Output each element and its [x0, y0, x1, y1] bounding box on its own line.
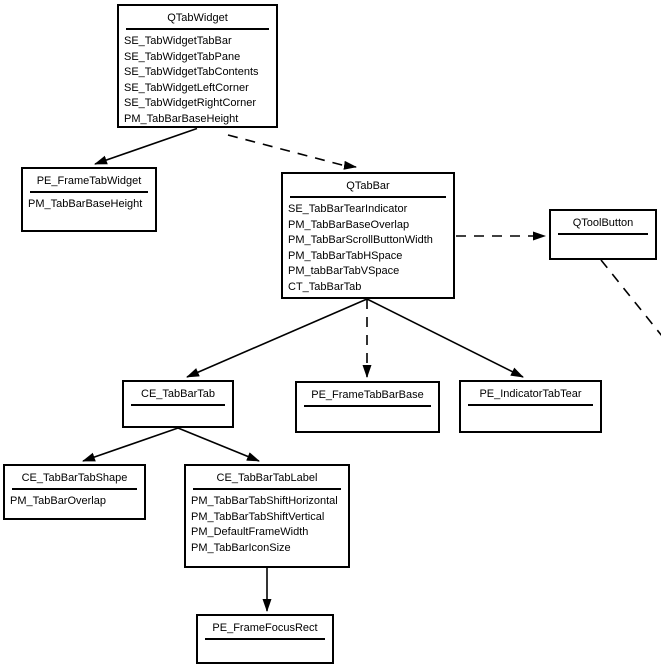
edge-ce-tabbartab-to-ce-tabbartablabel [177, 427, 260, 462]
title-separator [30, 191, 148, 193]
attribute: PM_TabBarTabShiftHorizontal [191, 495, 338, 507]
attribute: PM_DefaultFrameWidth [191, 526, 309, 538]
title-separator [193, 488, 341, 490]
class-title: QTabBar [346, 180, 390, 192]
title-separator [468, 404, 593, 406]
edge-qtabwidget-to-qtabbar [227, 134, 357, 170]
class-box-qtoolbutton: QToolButton [549, 209, 657, 260]
class-box-qtabwidget: QTabWidget SE_TabWidgetTabBar SE_TabWidg… [117, 4, 278, 128]
class-box-qtabbar: QTabBar SE_TabBarTearIndicator PM_TabBar… [281, 172, 455, 299]
attribute: SE_TabWidgetLeftCorner [124, 81, 249, 94]
attribute: PM_tabBarTabVSpace [288, 265, 400, 277]
title-separator [126, 28, 269, 30]
edge-ce-tabbartab-to-ce-tabbartabshape [82, 427, 179, 462]
title-separator [558, 233, 648, 235]
edge-qtoolbutton-to-offscreen [600, 259, 661, 337]
attribute: PM_TabBarBaseHeight [28, 198, 143, 210]
attribute: PM_TabBarScrollButtonWidth [288, 234, 433, 246]
attribute-list: SE_TabWidgetTabBar SE_TabWidgetTabPane S… [119, 30, 276, 131]
attribute: SE_TabBarTearIndicator [288, 203, 408, 215]
attribute: PM_TabBarTabHSpace [288, 249, 403, 262]
class-title: PE_FrameTabWidget [36, 175, 142, 187]
attribute: PM_TabBarIconSize [191, 541, 291, 554]
class-box-ce-tabbartabshape: CE_TabBarTabShape PM_TabBarOverlap [3, 464, 146, 520]
class-box-pe-frametabwidget: PE_FrameTabWidget PM_TabBarBaseHeight [21, 167, 157, 232]
class-box-ce-tabbartablabel: CE_TabBarTabLabel PM_TabBarTabShiftHoriz… [184, 464, 350, 568]
class-title: QTabWidget [167, 12, 228, 24]
class-title: PE_FrameFocusRect [212, 622, 318, 634]
class-title: CE_TabBarTab [141, 388, 215, 400]
class-box-pe-frametabbarbase: PE_FrameTabBarBase [295, 381, 440, 433]
attribute: PM_TabBarBaseOverlap [288, 218, 410, 231]
edge-qtabbar-to-ce-tabbartab [186, 298, 368, 378]
title-separator [290, 196, 446, 198]
attribute-list: PM_TabBarOverlap [5, 490, 144, 514]
class-title: CE_TabBarTabLabel [216, 472, 318, 484]
class-box-ce-tabbartab: CE_TabBarTab [122, 380, 234, 428]
attribute: SE_TabWidgetTabBar [124, 35, 232, 47]
class-title: PE_IndicatorTabTear [479, 388, 582, 400]
class-box-pe-indicatortabtear: PE_IndicatorTabTear [459, 380, 602, 433]
title-separator [131, 404, 225, 406]
class-title: PE_FrameTabBarBase [311, 389, 424, 401]
class-title: CE_TabBarTabShape [21, 472, 128, 484]
attribute: PM_TabBarBaseHeight [124, 112, 239, 125]
edge-qtabwidget-to-pe-frametabwidget [94, 127, 198, 165]
attribute: SE_TabWidgetRightCorner [124, 97, 257, 109]
class-box-pe-framefocusrect: PE_FrameFocusRect [196, 614, 334, 664]
attribute: PM_TabBarTabShiftVertical [191, 510, 325, 523]
class-title: QToolButton [572, 217, 634, 229]
title-separator [205, 638, 325, 640]
attribute: SE_TabWidgetTabContents [124, 66, 259, 78]
title-separator [304, 405, 431, 407]
attribute: PM_TabBarOverlap [10, 495, 106, 507]
attribute: CT_TabBarTab [288, 280, 362, 293]
attribute-list: SE_TabBarTearIndicator PM_TabBarBaseOver… [283, 198, 453, 299]
attribute-list: PM_TabBarTabShiftHorizontal PM_TabBarTab… [186, 490, 348, 560]
attribute-list: PM_TabBarBaseHeight [23, 193, 155, 217]
title-separator [12, 488, 137, 490]
edge-qtabbar-to-pe-indicatortabtear [366, 298, 524, 378]
attribute: SE_TabWidgetTabPane [124, 50, 241, 63]
